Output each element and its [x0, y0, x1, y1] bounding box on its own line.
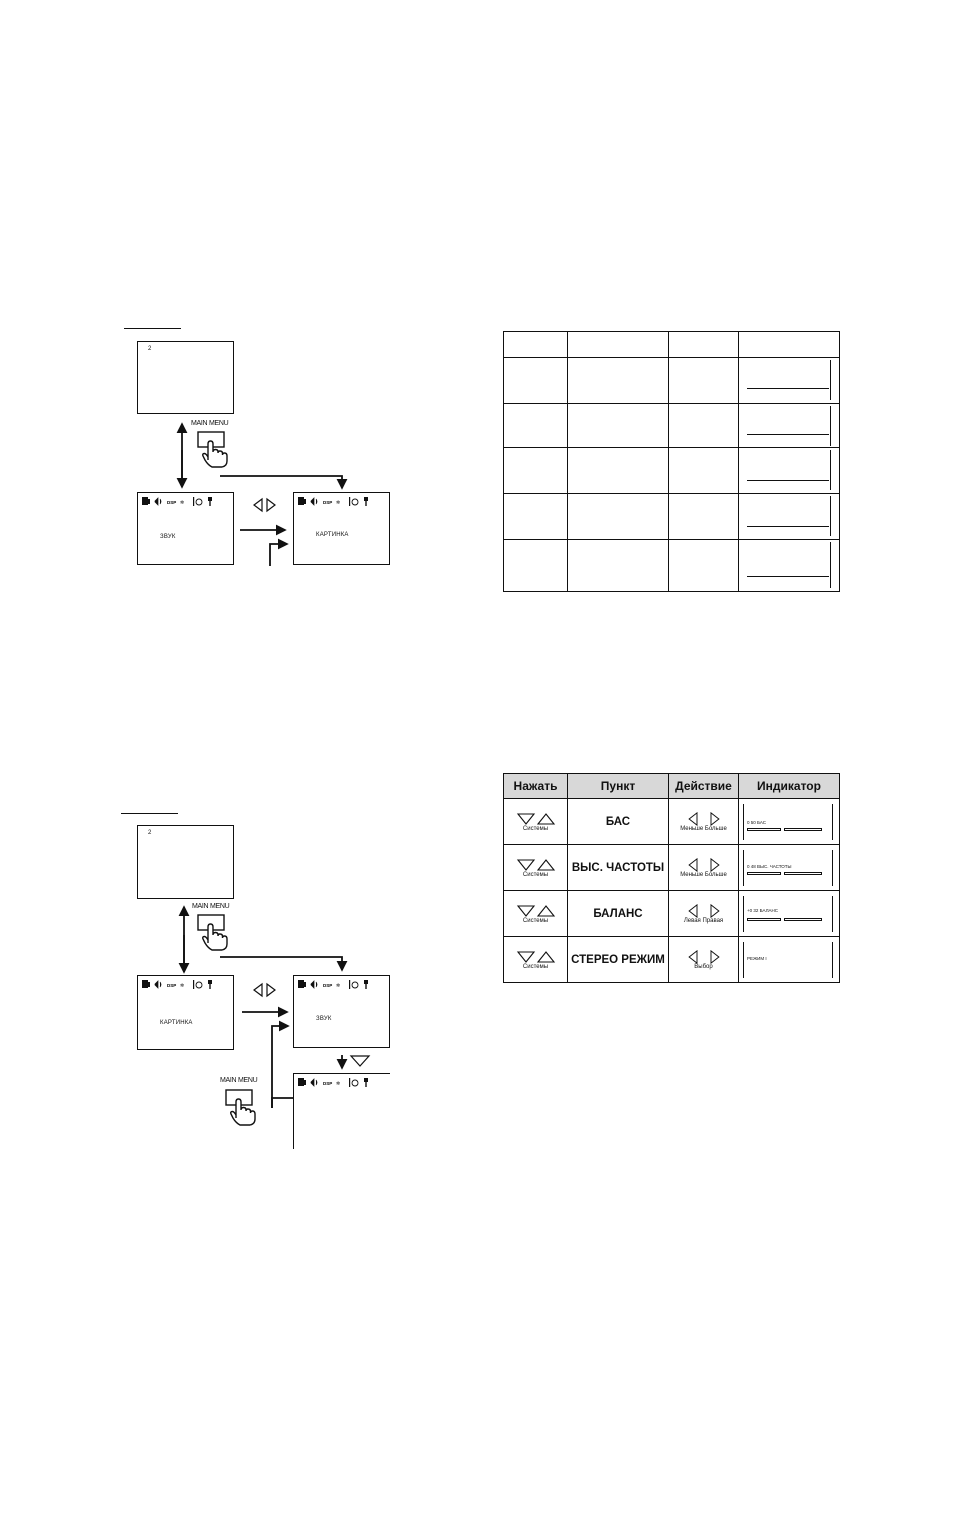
svg-text:✲: ✲: [180, 983, 184, 989]
down-up-triangle-icon: [516, 904, 555, 917]
svg-text:✲: ✲: [336, 500, 340, 506]
top-screen-2: 2: [137, 825, 234, 899]
menu-icon-row: DSP ✲: [298, 980, 368, 989]
svg-text:DSP: DSP: [323, 1081, 332, 1086]
table-row: Системы БАЛАНС Левая Правая +0 32 БАЛАНС: [503, 890, 840, 937]
main-menu-label-2: MAIN MENU: [220, 1077, 258, 1084]
svg-text:DSP: DSP: [323, 500, 332, 505]
menu-icon-row: DSP ✲: [298, 1078, 368, 1087]
svg-text:DSP: DSP: [167, 500, 176, 505]
press-label: Системы: [522, 871, 549, 878]
picture-screen-1: DSP ✲ КАРТИНКА: [293, 492, 390, 565]
action-right-label: Больше: [704, 825, 727, 832]
down-up-triangle-icon: [516, 950, 555, 963]
svg-text:✲: ✲: [336, 1081, 340, 1087]
action-left-label: Меньше: [680, 825, 704, 832]
action-left-label: Выбор: [694, 963, 713, 970]
indicator-display: +0 32 БАЛАНС: [739, 892, 839, 936]
main-menu-button[interactable]: [196, 430, 234, 468]
left-right-triangle-icon: [687, 857, 720, 872]
picture-screen-2: DSP ✲ КАРТИНКА: [137, 975, 234, 1050]
main-menu-label: MAIN MENU: [192, 903, 230, 910]
indicator-bar-right: [784, 917, 822, 921]
indicator-bar-left: [747, 917, 781, 921]
sound-screen-2: DSP ✲ ЗВУК: [293, 975, 390, 1048]
indicator-display: РЕЖИМ I: [739, 938, 839, 982]
screen-number: 2: [148, 346, 152, 352]
sound-settings-table: Нажать Пункт Действие Индикатор Системы …: [503, 773, 840, 983]
sound-submenu-screen: DSP ✲: [293, 1073, 390, 1149]
table-row: Системы ВЫС. ЧАСТОТЫ Меньше Больше 0 48 …: [503, 844, 840, 891]
section-underline-2: [121, 813, 178, 814]
item-label: БАС: [567, 798, 669, 845]
table-row: Системы СТЕРЕО РЕЖИМ Выбор РЕЖИМ I: [503, 936, 840, 983]
header-action: Действие: [668, 773, 739, 799]
screen-label: КАРТИНКА: [316, 532, 349, 538]
indicator-display: 0 48 ВЫС. ЧАСТОТЫ: [739, 846, 839, 890]
section-underline-1: [124, 328, 181, 329]
main-menu-label: MAIN MENU: [191, 420, 229, 427]
svg-text:✲: ✲: [336, 983, 340, 989]
left-right-triangle-icon: [687, 903, 720, 918]
action-left-label: Левая: [683, 917, 701, 924]
top-screen-1: 2: [137, 341, 234, 414]
item-label: ВЫС. ЧАСТОТЫ: [567, 844, 669, 891]
settings-table-empty: [503, 331, 840, 592]
header-press: Нажать: [503, 773, 568, 799]
screen-number: 2: [148, 830, 152, 836]
item-label: СТЕРЕО РЕЖИМ: [567, 936, 669, 983]
menu-icon-row: DSP ✲: [142, 980, 212, 989]
down-up-triangle-icon: [516, 858, 555, 871]
main-menu-button-2[interactable]: [224, 1087, 262, 1127]
header-item: Пункт: [567, 773, 669, 799]
screen-label: КАРТИНКА: [160, 1020, 193, 1026]
action-right-label: Больше: [704, 871, 727, 878]
svg-text:DSP: DSP: [167, 983, 176, 988]
item-label: БАЛАНС: [567, 890, 669, 937]
indicator-text: 0 48 ВЫС. ЧАСТОТЫ: [747, 863, 792, 869]
screen-label: ЗВУК: [160, 534, 176, 540]
press-label: Системы: [522, 963, 549, 970]
svg-text:DSP: DSP: [323, 983, 332, 988]
menu-icon-row: DSP ✲: [298, 497, 368, 506]
svg-text:✲: ✲: [180, 500, 184, 506]
sound-screen-1: DSP ✲ ЗВУК: [137, 492, 234, 565]
indicator-text: +0 32 БАЛАНС: [747, 907, 779, 913]
header-indicator: Индикатор: [738, 773, 840, 799]
press-label: Системы: [522, 825, 549, 832]
action-left-label: Меньше: [680, 871, 704, 878]
left-right-triangle-icon: [687, 949, 720, 964]
indicator-bar-left: [747, 827, 781, 831]
screen-label: ЗВУК: [316, 1016, 332, 1022]
indicator-bar-right: [784, 871, 822, 875]
main-menu-button[interactable]: [196, 912, 234, 952]
table-row: Системы БАС Меньше Больше 0 50 БАС: [503, 798, 840, 845]
press-label: Системы: [522, 917, 549, 924]
down-up-triangle-icon: [516, 812, 555, 825]
action-right-label: Правая: [702, 917, 724, 924]
indicator-text: 0 50 БАС: [747, 819, 767, 825]
indicator-display: 0 50 БАС: [739, 800, 839, 844]
indicator-text: РЕЖИМ I: [747, 955, 767, 961]
indicator-bar-right: [784, 827, 822, 831]
menu-icon-row: DSP ✲: [142, 497, 212, 506]
left-right-triangle-icon: [687, 811, 720, 826]
indicator-bar-left: [747, 871, 781, 875]
